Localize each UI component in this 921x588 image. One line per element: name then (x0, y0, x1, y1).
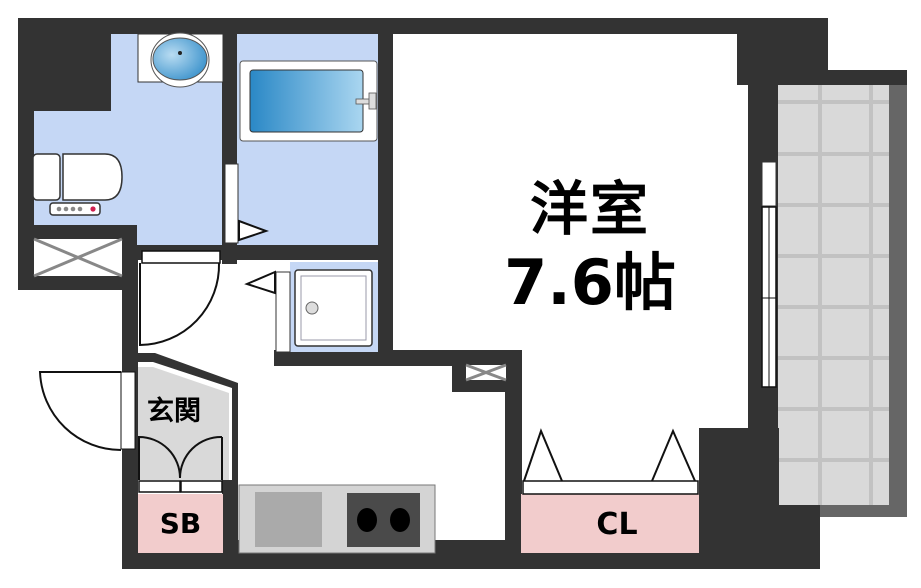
balcony-window[interactable] (761, 161, 777, 388)
closet-label: CL (596, 507, 638, 542)
western-room-name: 洋室 (529, 175, 650, 243)
storage-cell (33, 237, 123, 278)
washbasin-icon (152, 37, 208, 81)
toilet-washroom (32, 32, 224, 245)
bathtub-icon (249, 69, 364, 133)
washing-machine-pan (244, 262, 378, 353)
entrance (38, 367, 229, 493)
sink-icon (255, 492, 322, 547)
entrance-label: 玄関 (147, 396, 201, 427)
closet (521, 428, 699, 553)
washroom-door[interactable] (139, 250, 221, 347)
kitchen-counter (238, 484, 436, 554)
toilet-icon (32, 153, 123, 216)
balcony (760, 70, 907, 520)
western-room-size: 7.6帖 (504, 246, 676, 319)
bathroom (224, 34, 378, 245)
shoe-box (138, 494, 223, 553)
shoe-box-label: SB (159, 507, 202, 540)
front-door[interactable] (38, 371, 122, 451)
vent-icon (465, 363, 507, 382)
